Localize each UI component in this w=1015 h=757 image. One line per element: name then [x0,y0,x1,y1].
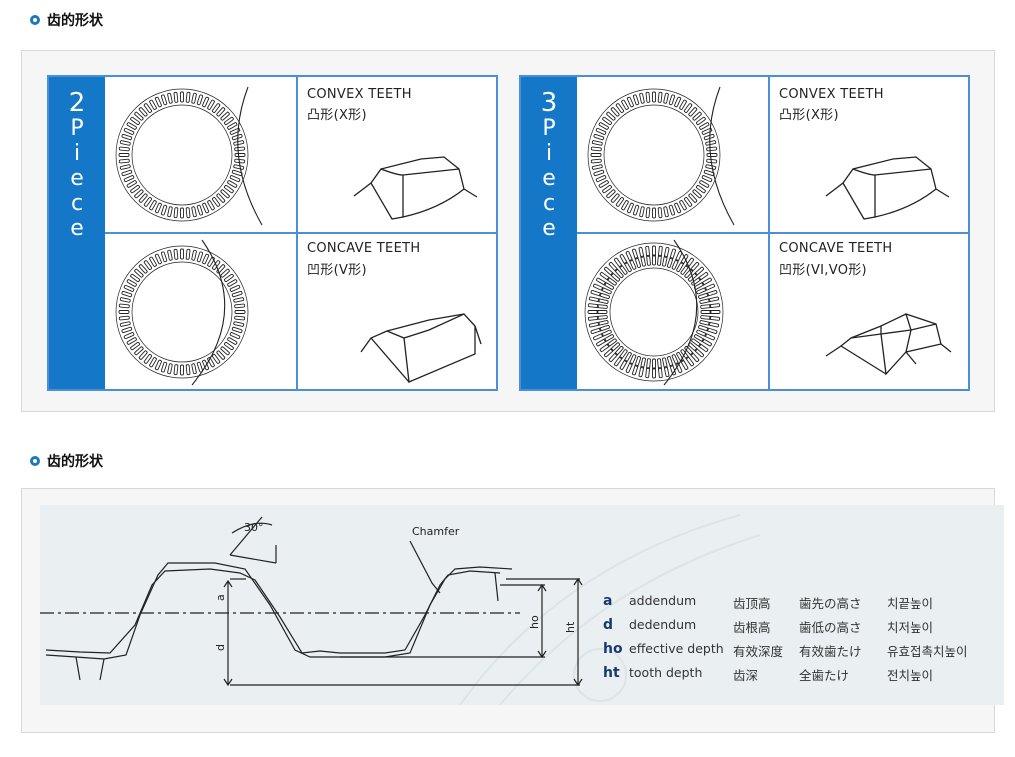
ring-illustration-concave [107,234,295,389]
dim-ho: ho [528,615,541,629]
section-title: 齿的形状 [47,13,103,29]
concave-tooth-cell: CONCAVE TEETH 凹形(V形) [299,234,496,389]
concave-teeth-cn: 凹形(VI,VO形) [779,263,867,278]
convex-tooth-cell: CONVEX TEETH 凸形(X形) [771,79,968,231]
tooth-profile-drawing: 30° Chamfer a d ho ht [40,514,761,706]
dim-ht: ht [564,621,577,633]
section-heading-tooth-shape: 齿的形状 [30,10,103,30]
convex-teeth-cn: 凸形(X形) [307,108,367,123]
concave-tooth-drawing [825,313,952,376]
convex-tooth-drawing [353,156,478,220]
convex-tooth-cell: CONVEX TEETH 凸形(X形) [299,79,496,231]
dim-d: d [214,644,227,651]
concave-tooth-drawing [360,313,482,383]
dim-a: a [214,594,227,601]
bullet-icon [30,15,40,25]
angle-label: 30° [244,521,264,534]
tooth-profile-panel: 30° Chamfer a d ho ht a addendum 齿顶高 歯先の… [21,488,1004,733]
section-title: 齿的形状 [47,454,103,470]
concave-teeth-cn: 凹形(V形) [307,263,367,278]
convex-tooth-drawing [825,156,950,220]
tooth-profile-diagram: 30° Chamfer a d ho ht a addendum 齿顶高 歯先の… [40,505,1004,706]
bullet-icon [30,456,40,466]
concave-teeth-label: CONCAVE TEETH [307,241,421,256]
ring-illustration-concave [579,234,767,389]
concave-tooth-cell: CONCAVE TEETH 凹形(VI,VO形) [771,234,968,389]
convex-teeth-label: CONVEX TEETH [307,87,412,102]
ring-illustration-convex [107,79,295,231]
section-heading-tooth-profile: 齿的形状 [30,451,103,471]
convex-teeth-label: CONVEX TEETH [779,87,884,102]
ring-illustration-convex [579,79,767,231]
chamfer-label: Chamfer [412,525,460,538]
convex-teeth-cn: 凸形(X形) [779,108,839,123]
concave-teeth-label: CONCAVE TEETH [779,241,893,256]
